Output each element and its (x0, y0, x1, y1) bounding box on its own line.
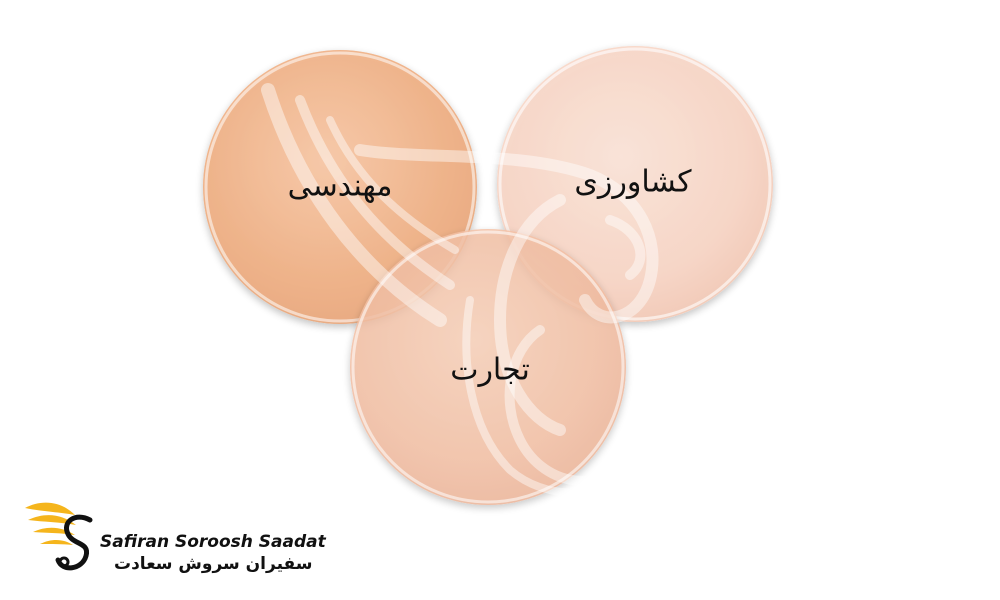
label-engineering: مهندسی (287, 168, 393, 204)
swan-wing-watermark-icon (261, 83, 659, 497)
swan-wing-logo-icon (25, 502, 93, 571)
logo-name-persian: سفیران سروش سعادت (114, 554, 313, 574)
circle-commerce (350, 229, 626, 505)
logo: Safiran Soroosh Saadat سفیران سروش سعادت (22, 494, 326, 578)
label-agriculture: کشاورزی (574, 164, 692, 200)
logo-name-english: Safiran Soroosh Saadat (100, 532, 326, 552)
label-commerce: تجارت (450, 352, 530, 388)
circle-agriculture (497, 46, 773, 322)
